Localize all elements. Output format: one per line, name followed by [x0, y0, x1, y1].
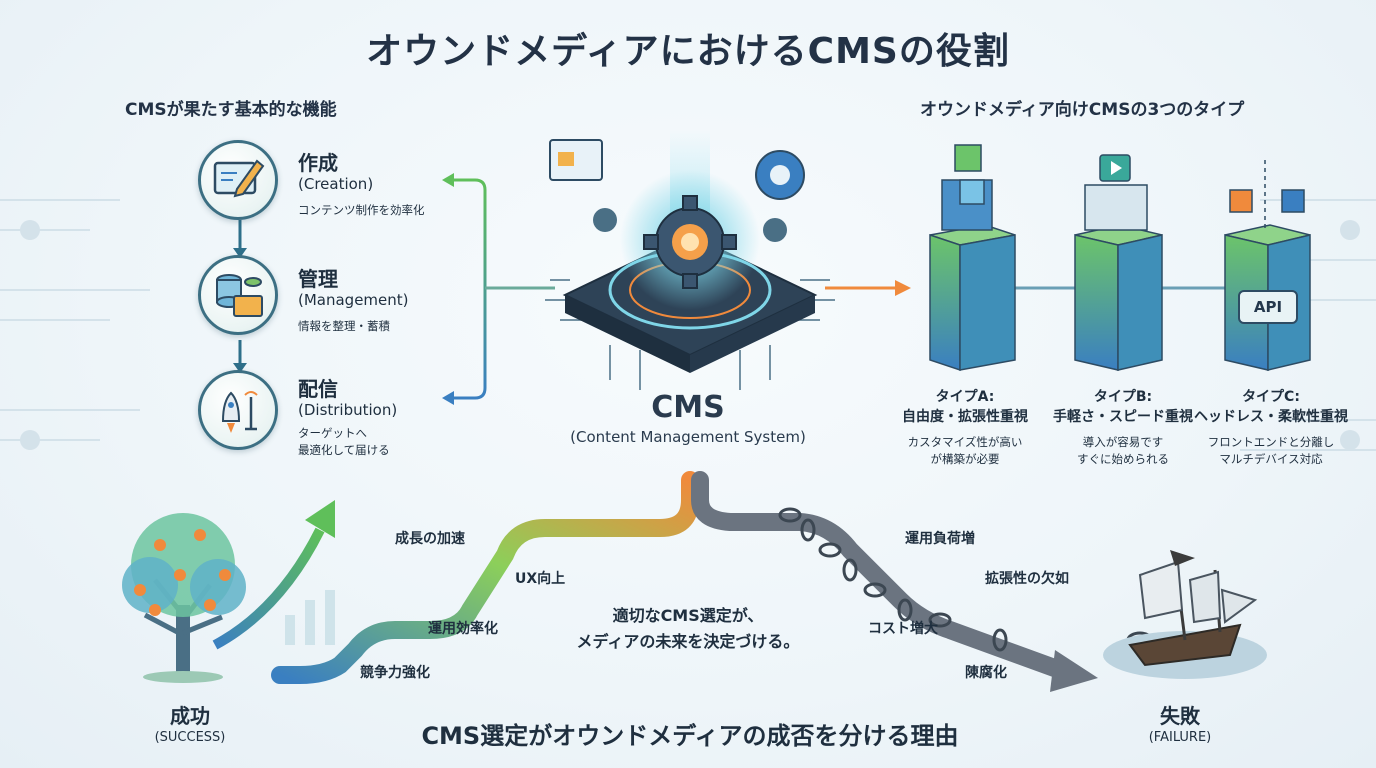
bottom-title: CMS選定がオウンドメディアの成否を分ける理由	[421, 722, 959, 750]
cms-types-pillars	[929, 144, 1311, 372]
types-heading: オウンドメディア向けCMSの3つのタイプ	[920, 100, 1245, 120]
success-factor: 成長の加速	[395, 531, 465, 547]
type-desc: カスタマイズ性が高い	[907, 435, 1023, 449]
cms-to-functions-connector	[442, 173, 555, 405]
page-title: オウンドメディアにおけるCMSの役割	[366, 31, 1010, 72]
cms-to-types-arrow	[825, 280, 911, 296]
failure-sublabel: (FAILURE)	[1148, 730, 1212, 745]
type-focus: 自由度・拡張性重視	[902, 409, 1028, 425]
function-desc: ターゲットへ	[298, 426, 367, 440]
center-message-line: 適切なCMS選定が、	[612, 606, 764, 625]
creation-circle	[198, 140, 278, 220]
cms-label: CMS	[651, 390, 725, 425]
type-desc: フロントエンドと分離し	[1207, 435, 1335, 449]
management-circle	[198, 255, 278, 335]
function-desc: 情報を整理・蓄積	[298, 319, 390, 333]
success-label: 成功	[170, 704, 210, 728]
failure-factor: 運用負荷増	[905, 531, 975, 547]
success-factor: 競争力強化	[360, 665, 430, 681]
function-english: (Management)	[298, 291, 409, 309]
type-name: タイプB:	[1093, 389, 1153, 405]
pencil-screen-icon	[213, 159, 265, 198]
type-name: タイプC:	[1242, 389, 1300, 405]
function-english: (Creation)	[298, 175, 374, 193]
sinking-ship-icon	[1103, 550, 1267, 679]
type-desc: すぐに始められる	[1077, 452, 1169, 466]
function-desc: コンテンツ制作を効率化	[298, 203, 425, 217]
rocket-antenna-icon	[221, 391, 258, 433]
functions-heading: CMSが果たす基本的な機能	[125, 100, 337, 120]
center-message-line: メディアの未来を決定づける。	[576, 632, 800, 651]
failure-factor: コスト増大	[868, 621, 938, 637]
success-factor: UX向上	[515, 571, 566, 587]
failure-factor: 陳腐化	[965, 665, 1007, 681]
function-english: (Distribution)	[298, 401, 398, 419]
cms-platform-illustration	[545, 130, 835, 390]
type-desc: が構築が必要	[930, 452, 1000, 466]
cms-sublabel: (Content Management System)	[570, 428, 806, 446]
type-focus: ヘッドレス・柔軟性重視	[1194, 409, 1348, 425]
function-flow-arrows	[233, 220, 247, 373]
success-tree-icon	[122, 513, 246, 683]
type-focus: 手軽さ・スピード重視	[1053, 409, 1193, 425]
success-sublabel: (SUCCESS)	[154, 730, 226, 745]
distribution-circle	[198, 370, 278, 450]
type-name: タイプA:	[935, 389, 995, 405]
function-name: 作成	[298, 151, 338, 175]
database-folder-icon	[216, 274, 263, 317]
failure-factor: 拡張性の欠如	[985, 571, 1069, 587]
success-factor: 運用効率化	[428, 621, 498, 637]
failure-label: 失敗	[1160, 704, 1200, 728]
type-desc: 導入が容易です	[1082, 435, 1164, 449]
function-name: 管理	[298, 267, 338, 291]
function-name: 配信	[298, 377, 338, 401]
api-badge: API	[1238, 290, 1298, 324]
type-desc: マルチデバイス対応	[1219, 452, 1323, 466]
function-desc: 最適化して届ける	[298, 443, 390, 457]
